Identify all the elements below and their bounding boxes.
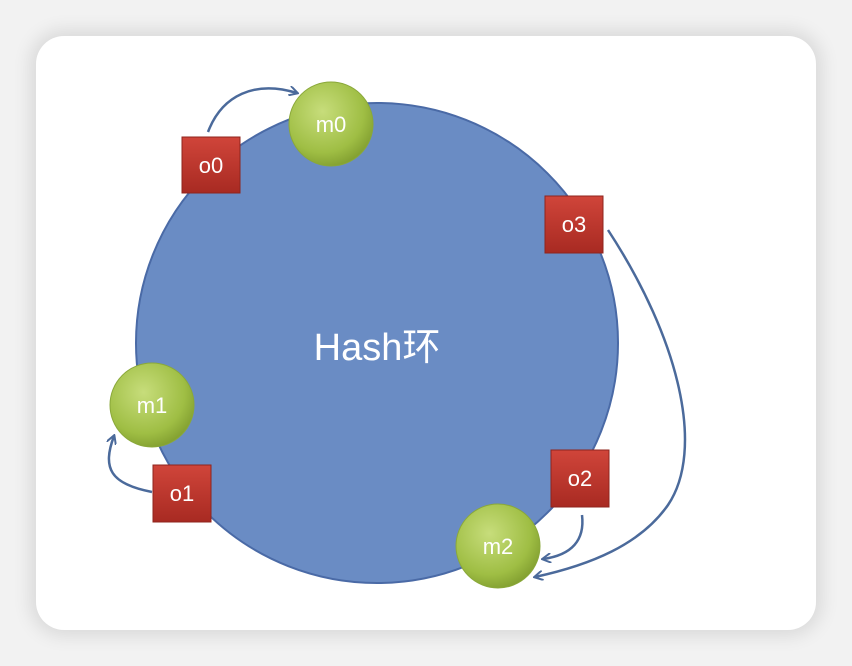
- object-node-o1: o1: [152, 464, 212, 523]
- arrow-o3-to-m2: [535, 229, 687, 577]
- object-label-o3: o3: [562, 212, 586, 237]
- machine-node-m1: m1: [109, 362, 195, 448]
- machine-node-m2: m2: [455, 503, 541, 589]
- arrow-o0-to-m0: [206, 88, 297, 133]
- arrow-o1-to-m1: [109, 436, 153, 494]
- hash-ring: [135, 102, 619, 584]
- object-label-o0: o0: [199, 153, 223, 178]
- machine-label-m0: m0: [316, 112, 347, 137]
- object-node-o2: o2: [550, 449, 610, 508]
- machine-label-m2: m2: [483, 534, 514, 559]
- machine-node-m0: m0: [288, 81, 374, 167]
- object-label-o1: o1: [170, 481, 194, 506]
- machine-label-m1: m1: [137, 393, 168, 418]
- arrow-o2-to-m2: [543, 514, 584, 559]
- object-label-o2: o2: [568, 466, 592, 491]
- object-node-o3: o3: [544, 195, 604, 254]
- hash-ring-label: Hash环: [314, 327, 441, 369]
- object-node-o0: o0: [181, 136, 241, 194]
